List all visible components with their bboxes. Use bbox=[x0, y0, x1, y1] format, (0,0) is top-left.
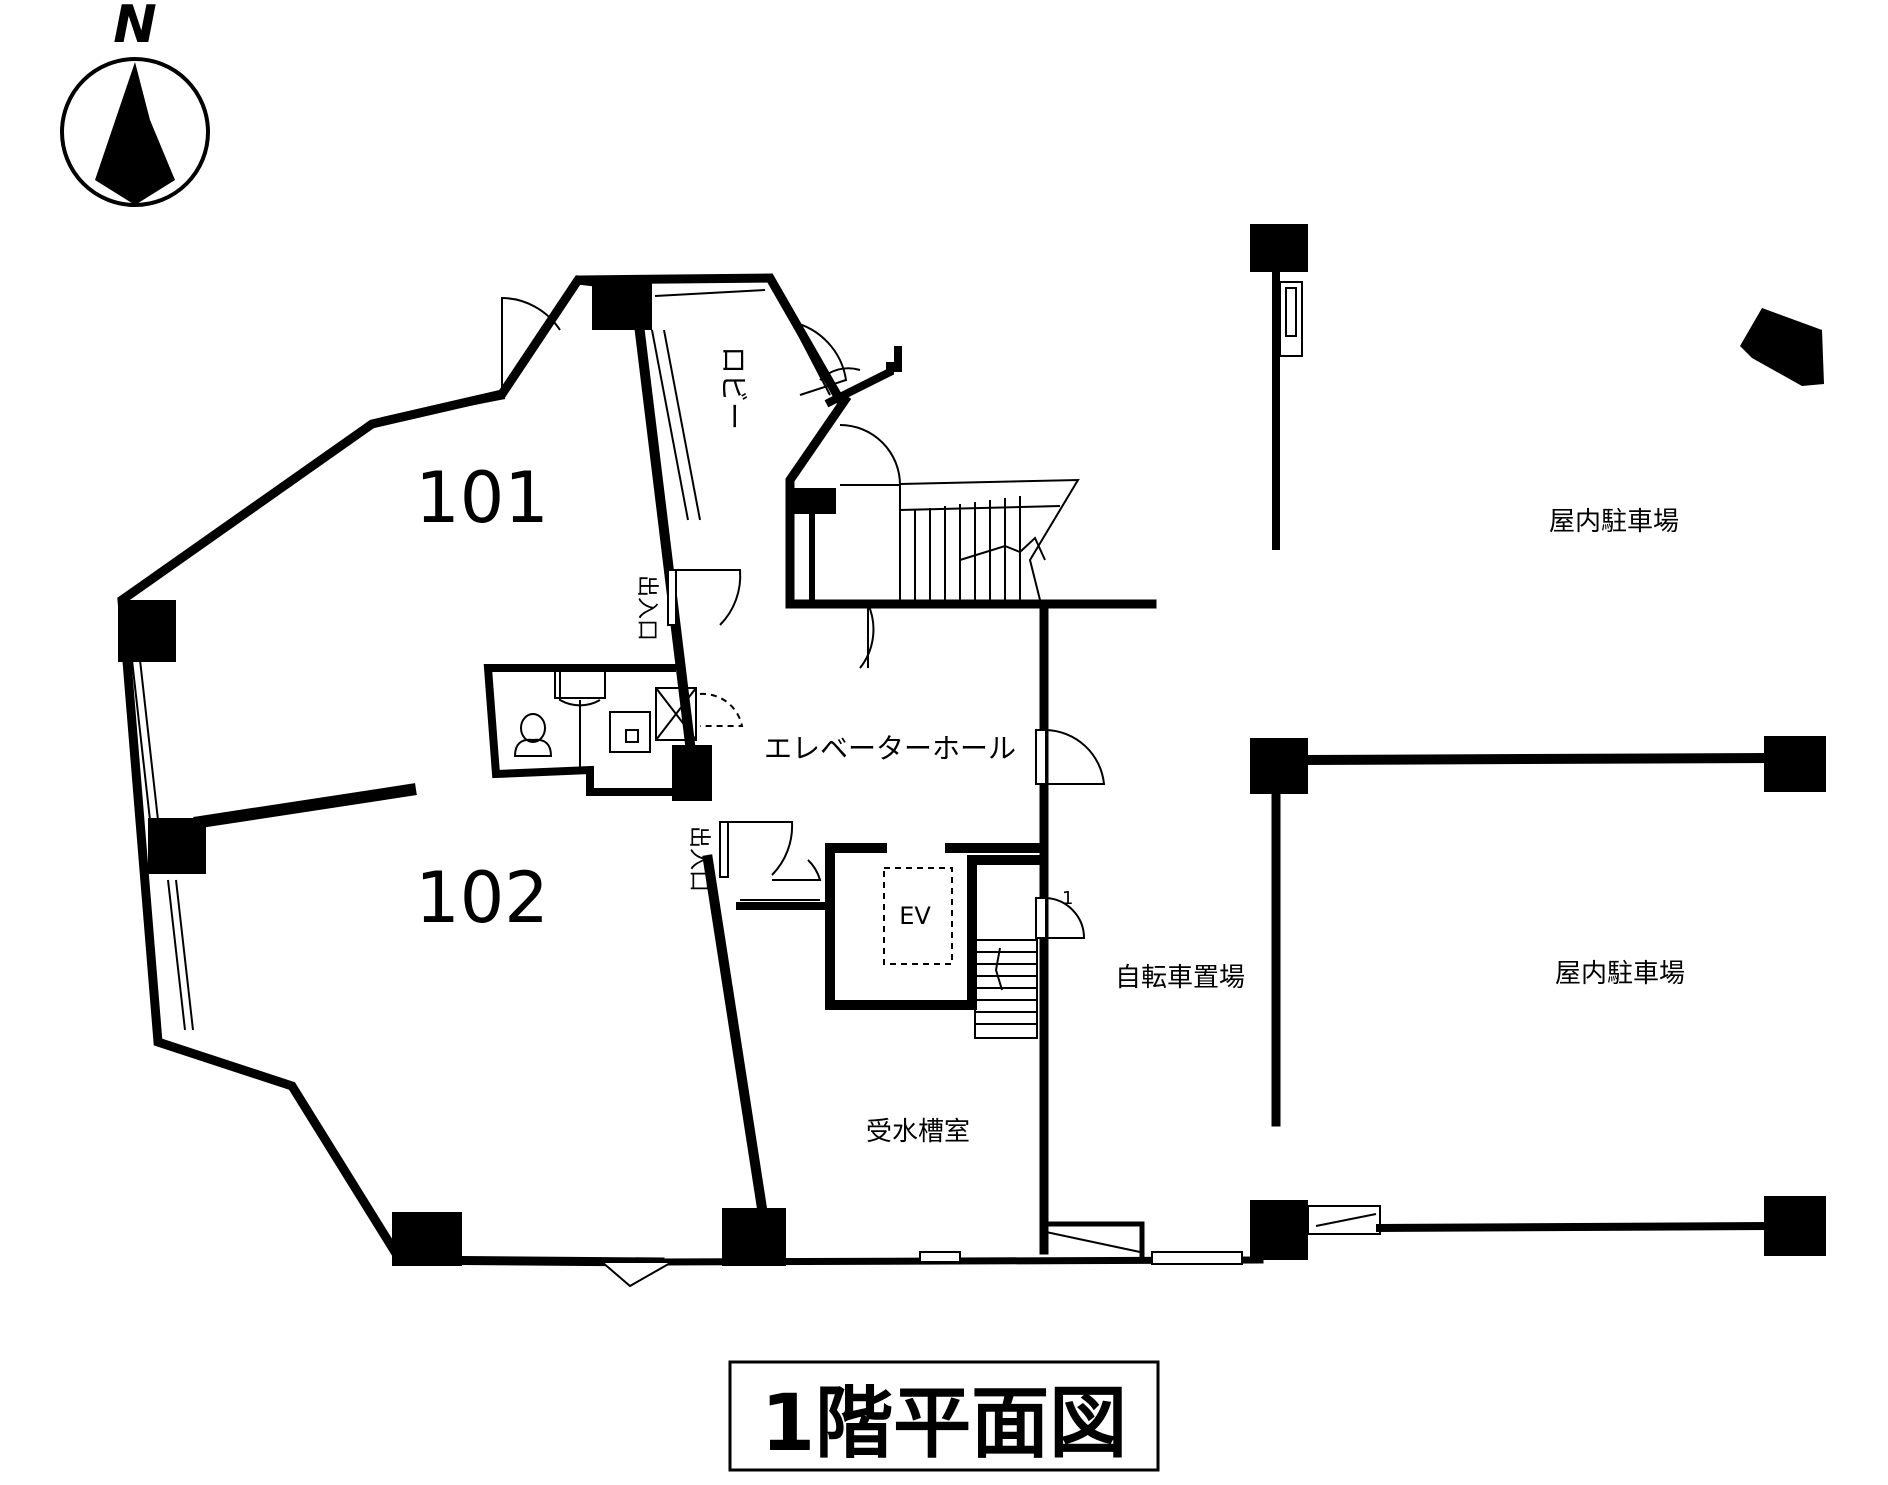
parking-structure bbox=[1250, 224, 1826, 1260]
toilet-icon bbox=[513, 713, 553, 757]
entrance-102[interactable]: 出入口 bbox=[686, 821, 794, 892]
ev-label: EV bbox=[899, 902, 931, 930]
central-spine-wall bbox=[630, 294, 776, 1266]
entrance-102-label: 出入口 bbox=[686, 826, 711, 892]
unit-101-label: 101 bbox=[415, 457, 549, 539]
restroom bbox=[483, 664, 744, 796]
central-core: 1 EV bbox=[575, 273, 1264, 1288]
unit-102-label: 102 bbox=[415, 857, 549, 939]
stair-north-icon bbox=[899, 478, 1080, 601]
north-compass: N bbox=[60, 0, 210, 207]
lobby-label: ロビー bbox=[717, 346, 750, 430]
indoor-parking-upper-label: 屋内駐車場 bbox=[1549, 507, 1679, 537]
plan-title: 1階平面図 bbox=[761, 1379, 1127, 1469]
plan-title-box: 1階平面図 bbox=[728, 1360, 1160, 1472]
units-101-102-outline bbox=[117, 275, 786, 1267]
stair-south-icon bbox=[974, 939, 1038, 1039]
bicycle-parking-label: 自転車置場 bbox=[1115, 963, 1245, 993]
north-arrow-icon bbox=[95, 62, 175, 205]
entrance-101[interactable]: 出入口 bbox=[634, 569, 742, 641]
svg-text:1: 1 bbox=[1062, 888, 1073, 909]
water-tank-room-label: 受水槽室 bbox=[866, 1117, 970, 1147]
indoor-parking-lower-label: 屋内駐車場 bbox=[1555, 959, 1685, 989]
compass-north-label: N bbox=[113, 0, 157, 55]
elevator-hall-label: エレベーターホール bbox=[764, 732, 1016, 765]
entrance-101-label: 出入口 bbox=[634, 575, 659, 641]
